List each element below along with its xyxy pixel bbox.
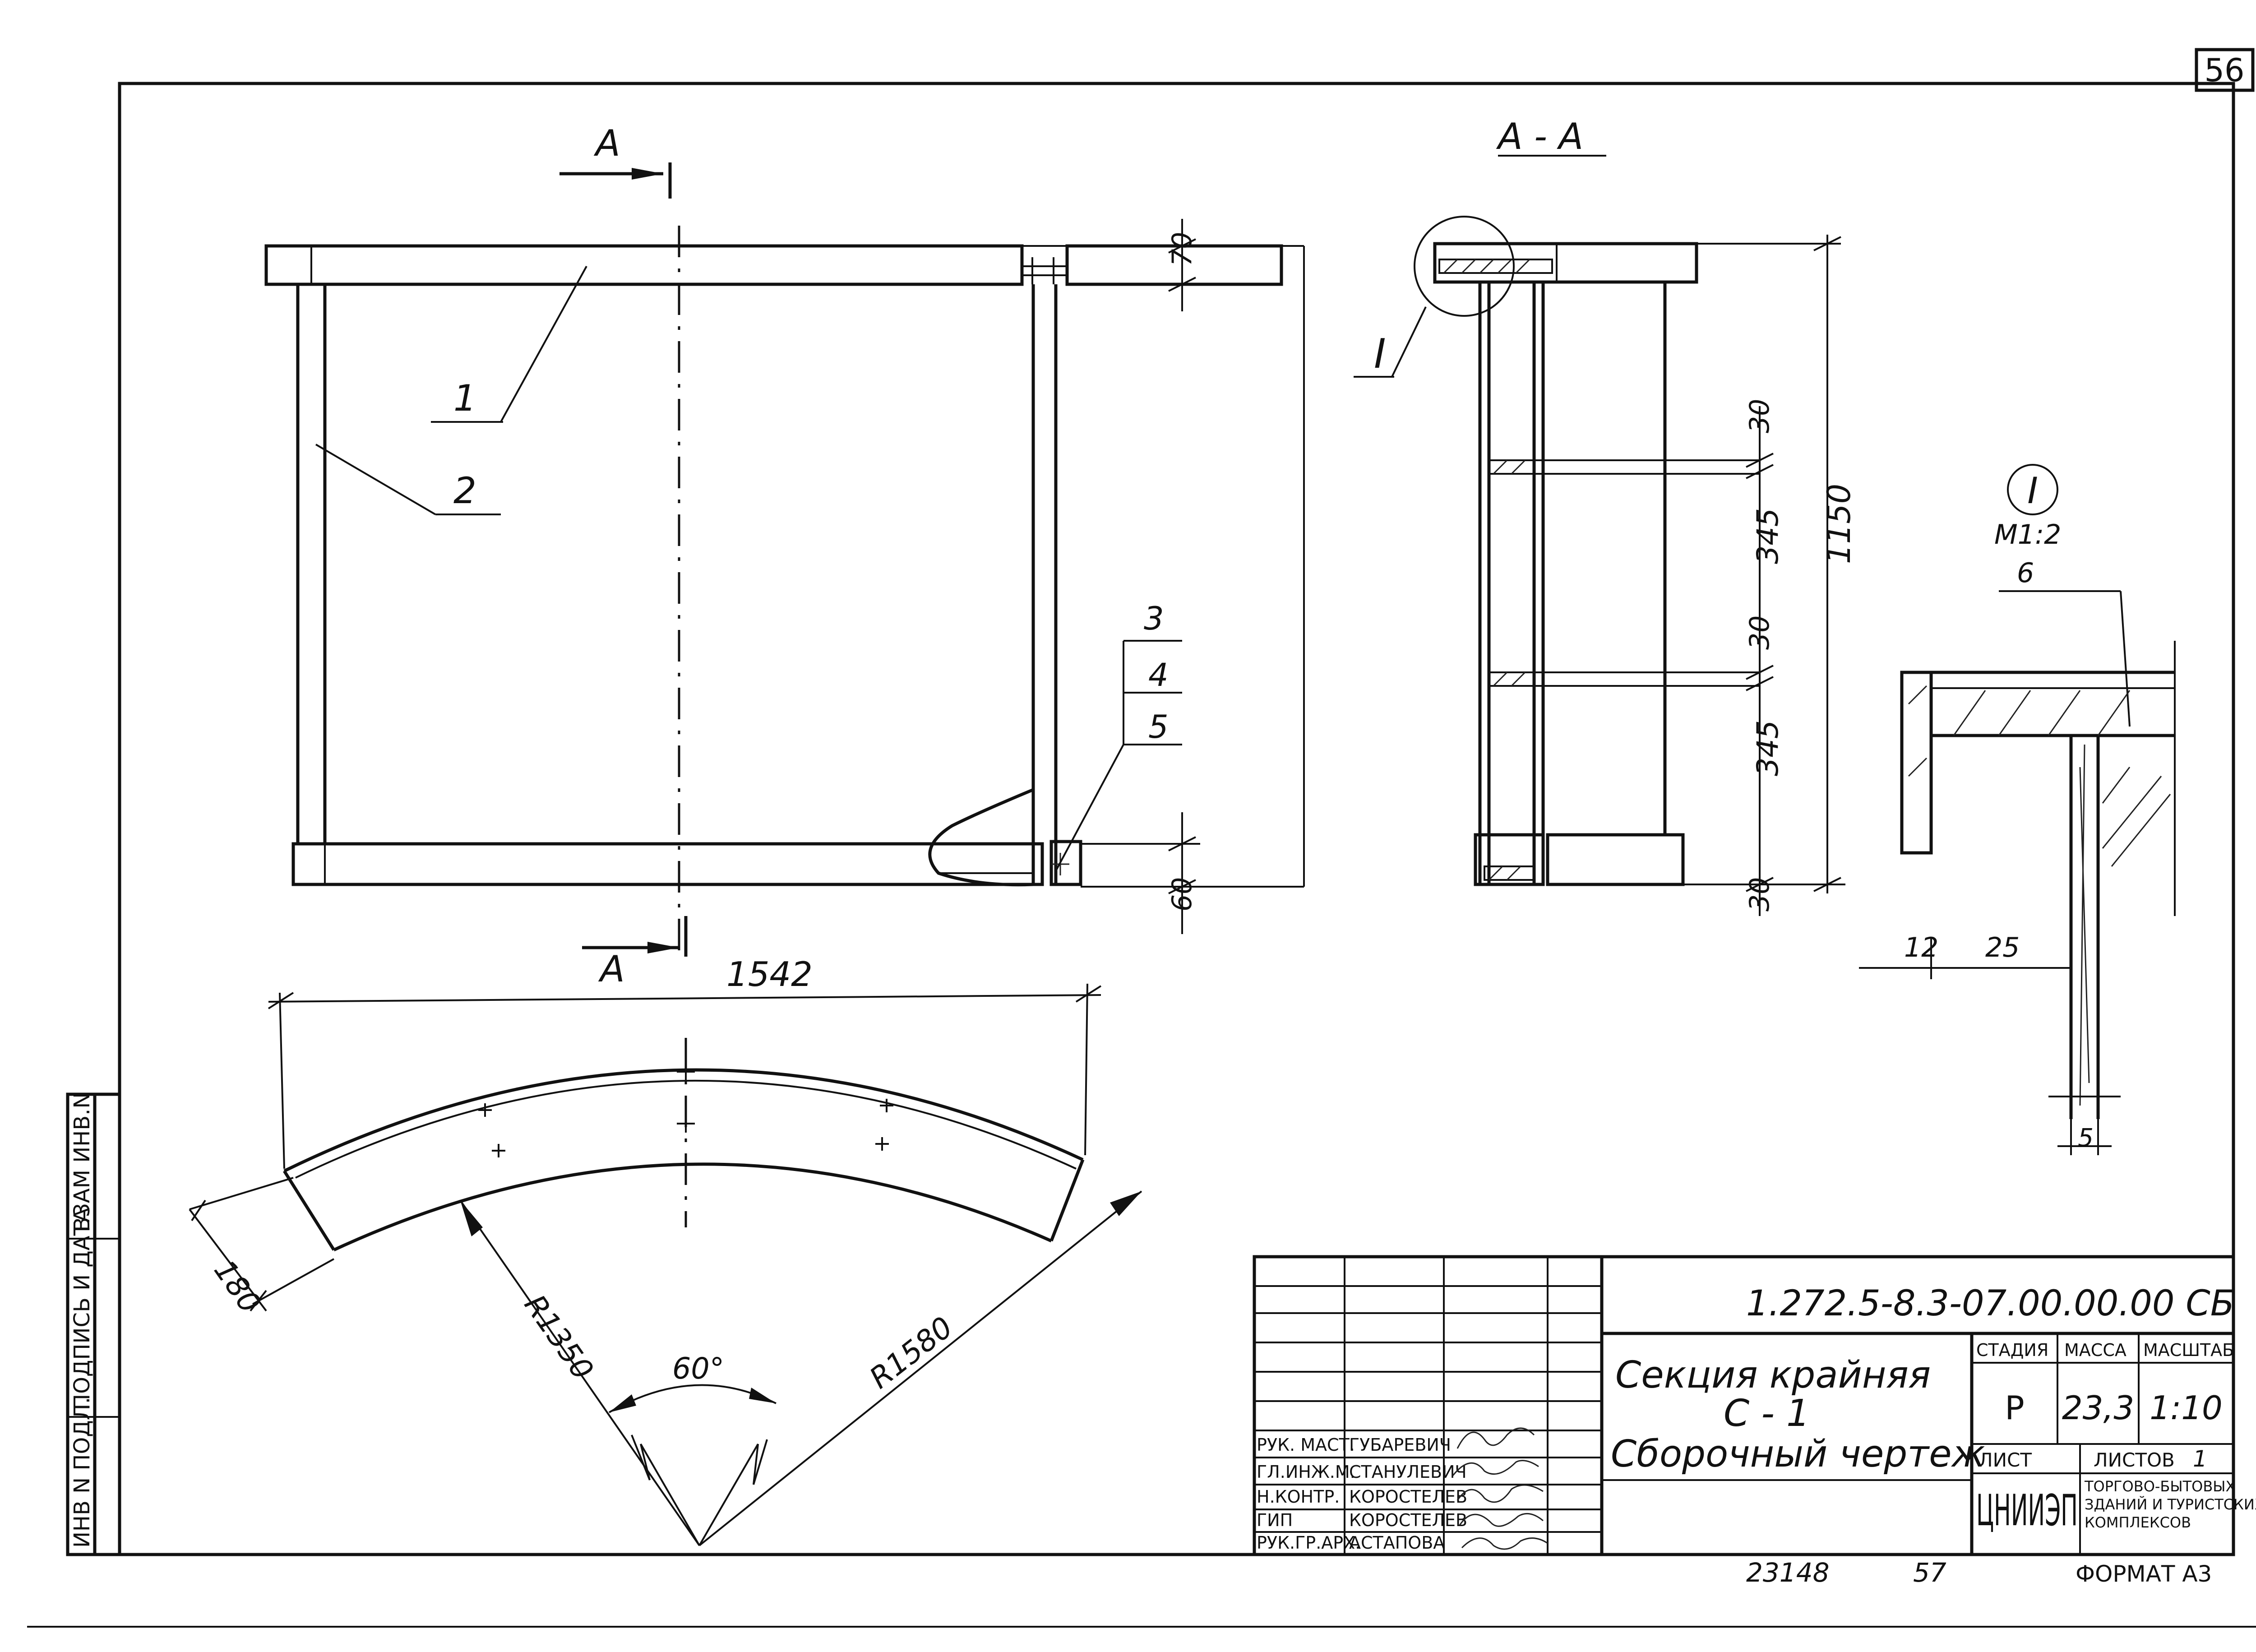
callout-1: 1 [453,377,476,419]
detail-dim-12: 12 [1904,932,1938,963]
sheet-label: ЛИСТ [1979,1449,2032,1471]
sheet-frame [27,48,2256,1628]
org-logo: ЦНИИЭП [1976,1486,2078,1536]
callout-6: 6 [2017,557,2034,589]
callout-4: 4 [1148,657,1169,694]
side-stamp [66,1092,121,1556]
signatures [1452,1427,1548,1550]
plan-view [189,983,1142,1546]
detail-dim-25: 25 [1985,932,2020,963]
front-dim-70: 70 [1166,232,1198,266]
value-scale: 1:10 [2150,1389,2223,1427]
detail-circle-label: I [2027,470,2038,512]
plan-dim-r-outer: R1580 [864,1310,959,1396]
header-mass: МАССА [2064,1340,2127,1360]
plan-dim-width: 1542 [726,954,813,994]
section-dim-30-bottom: 30 [1744,877,1775,912]
sheet-format: ФОРМАТ А3 [2076,1561,2212,1587]
staff-name-5: АСТАПОВА [1349,1533,1445,1553]
section-dim-1150: 1150 [1821,484,1858,564]
detail-scale: М1:2 [1994,519,2061,551]
doc-name-line3: Сборочный чертеж [1611,1433,1985,1476]
side-stamp-sign: ПОДПИСЬ И ДАТА [69,1208,95,1410]
staff-name-2: СТАНУЛЕВИЧ [1349,1462,1467,1482]
staff-role-3: Н.КОНТР. [1257,1487,1340,1507]
value-stage: Р [2005,1389,2024,1427]
section-dim-345-bottom: 345 [1751,720,1785,776]
plan-dim-angle: 60° [672,1352,724,1386]
detail-view [1859,464,2176,1155]
side-stamp-inv: ИНВ N ПОДЛ. [69,1397,95,1548]
org-line3: КОМПЛЕКСОВ [2085,1514,2191,1531]
front-view [264,162,1305,957]
detail-dim-5: 5 [2078,1123,2094,1152]
header-scale: МАСШТАБ [2143,1340,2234,1360]
section-view-title: А - А [1496,116,1583,157]
title-block [1253,1255,2235,1556]
staff-role-5: РУК.ГР.АРХ. [1257,1533,1360,1553]
staff-name-1: ГУБАРЕВИЧ [1349,1435,1451,1455]
staff-name-3: КОРОСТЕЛЕВ [1349,1487,1467,1507]
plan-dim-r-inner: R1350 [518,1289,600,1386]
org-line1: ТОРГОВО-БЫТОВЫХ [2084,1478,2235,1495]
page-number: 56 [2204,52,2244,89]
bottom-number-1: 23148 [1746,1557,1830,1588]
bottom-number-2: 57 [1913,1557,1946,1588]
section-view [1354,216,1845,916]
staff-role-4: ГИП [1257,1510,1293,1530]
staff-role-2: ГЛ.ИНЖ.М. [1257,1462,1355,1482]
detail-ref-label: I [1374,330,1386,378]
value-mass: 23,3 [2062,1389,2134,1427]
header-stage: СТАДИЯ [1976,1340,2048,1360]
section-mark-top: А [593,122,620,164]
doc-name-line2: С - 1 [1724,1392,1810,1435]
callout-5: 5 [1148,708,1169,745]
front-dim-60: 60 [1166,877,1198,912]
sheets-label: ЛИСТОВ [2094,1449,2175,1471]
org-line2: ЗДАНИЙ И ТУРИСТСКИХ [2085,1496,2256,1513]
section-mark-bottom: А [598,948,625,990]
doc-name-line1: Секция крайняя [1615,1354,1931,1397]
side-stamp-replace: ВЗАМ ИНВ.N [69,1092,95,1232]
staff-name-4: КОРОСТЕЛЕВ [1349,1510,1467,1530]
sheets-count: 1 [2193,1446,2207,1472]
callout-2: 2 [453,470,476,512]
plan-dim-depth: 180 [207,1254,267,1319]
section-dim-30-mid: 30 [1744,615,1775,650]
doc-code: 1.272.5-8.3-07.00.00.00 СБ [1746,1283,2234,1324]
section-dim-345-top: 345 [1751,508,1785,564]
callout-3: 3 [1144,600,1164,637]
staff-role-1: РУК. МАСТ. [1257,1435,1355,1455]
section-dim-30-top: 30 [1744,399,1775,433]
